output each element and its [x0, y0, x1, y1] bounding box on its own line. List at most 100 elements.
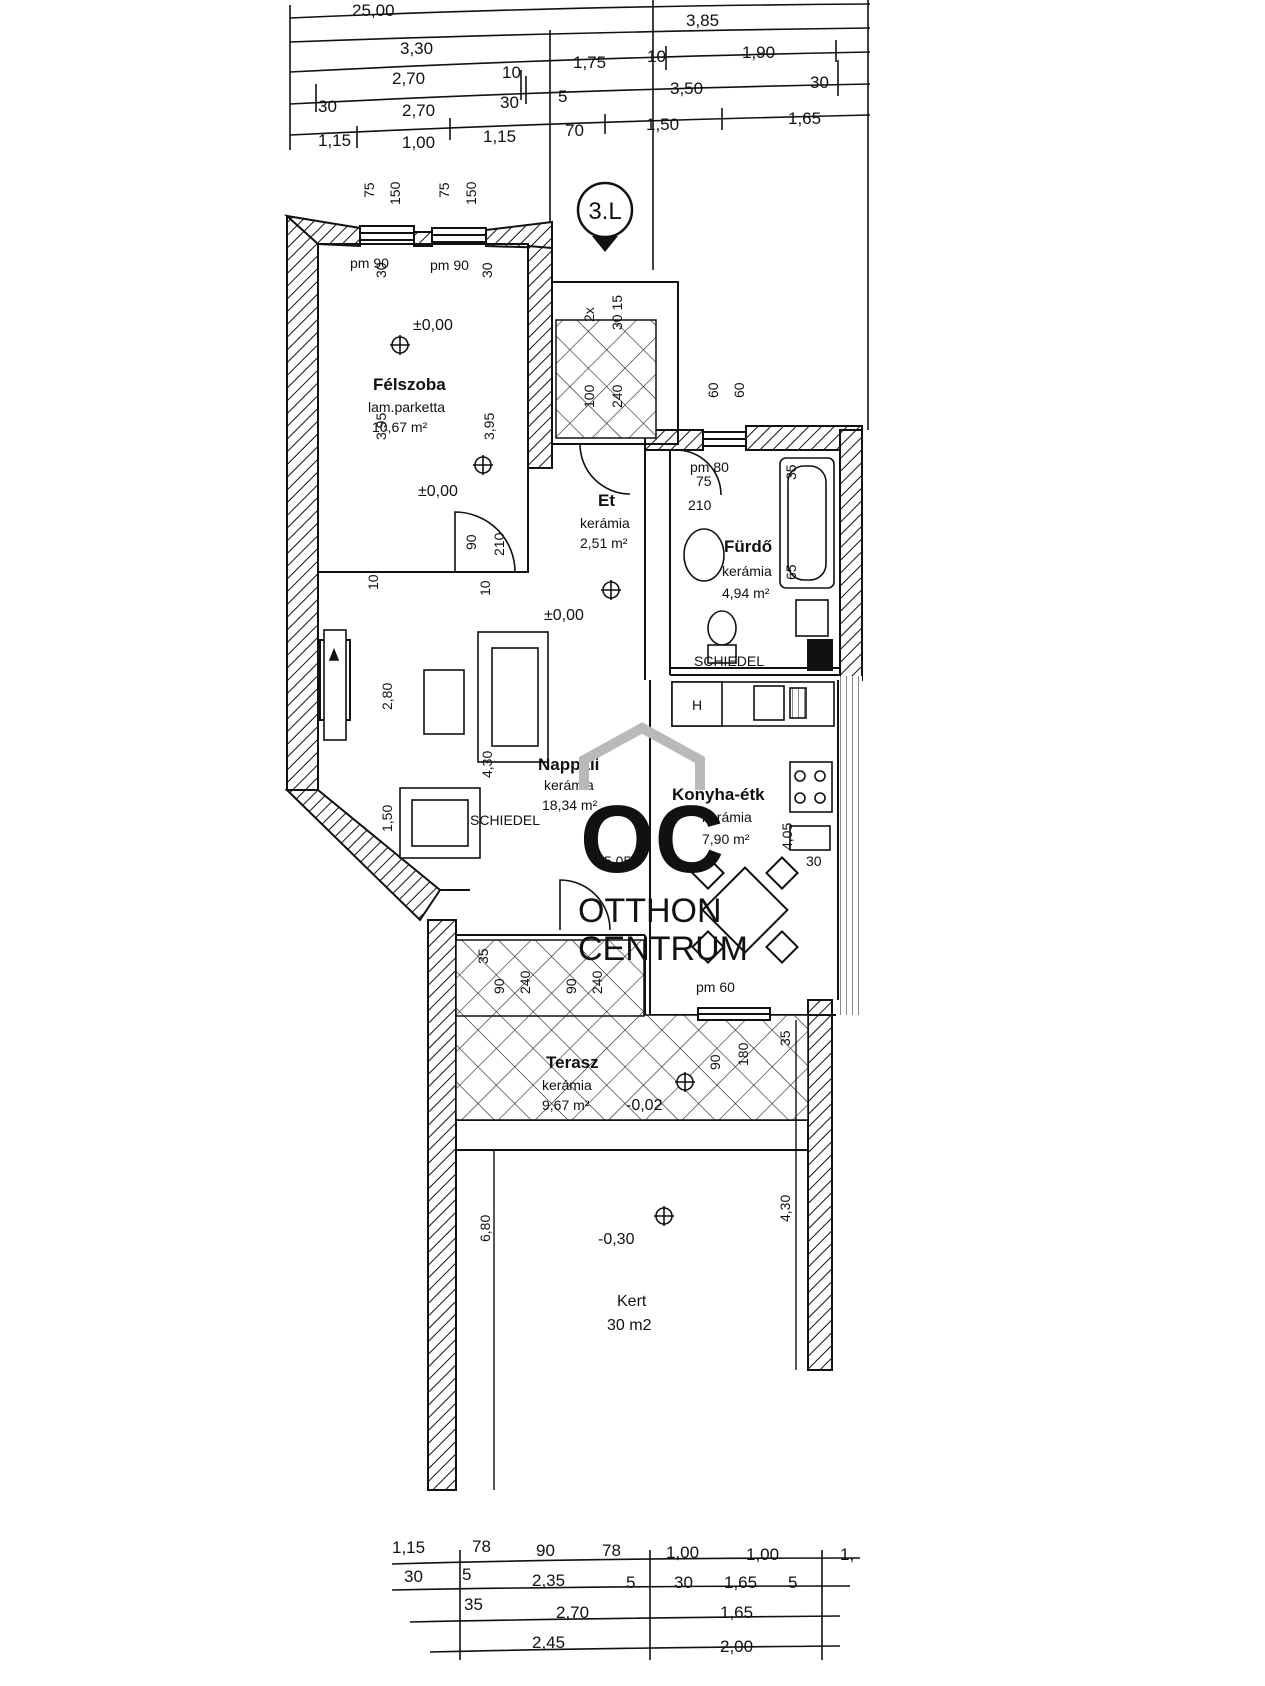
dim-top-10a: 10: [647, 47, 666, 66]
dim-bot-5c: 5: [788, 1573, 797, 1592]
dim-bot-2-00: 2,00: [720, 1637, 753, 1656]
room-konyha-material: kerámia: [702, 809, 752, 825]
dim-430b: 4,30: [777, 1195, 793, 1222]
shaft-tiles: [555, 319, 657, 439]
room-furdo-material: kerámia: [722, 563, 772, 579]
dim-pm90b: pm 90: [430, 257, 469, 273]
watermark: OC OTTHON CENTRUM: [578, 722, 748, 968]
dim-top-1-15a: 1,15: [318, 131, 351, 150]
dim-150: 1,50: [379, 805, 395, 832]
dim-bot-2-45: 2,45: [532, 1633, 565, 1652]
dim-top-30b: 30: [318, 97, 337, 116]
apartment-badge-label: 3.L: [588, 198, 621, 225]
dim-30a: 30: [373, 262, 389, 278]
dining-table: [701, 866, 789, 954]
dim-window-150b: 150: [463, 181, 479, 205]
dim-10a: 10: [365, 574, 381, 590]
dim-bot-2-35: 2,35: [532, 1571, 565, 1590]
dim-bot-1-00a: 1,00: [666, 1543, 699, 1562]
dim-shaft-100: 100: [581, 384, 597, 408]
dim-430: 4,30: [479, 751, 495, 778]
dim-bot-5a: 5: [462, 1565, 471, 1584]
dim-pm90a: pm 90: [350, 255, 389, 271]
bathroom-fixtures: [683, 457, 835, 664]
dim-top-3-85: 3,85: [686, 11, 719, 30]
doors: [454, 443, 722, 931]
room-kert-name: Kert: [617, 1293, 647, 1310]
room-felszoba-name: Félszoba: [373, 375, 446, 394]
level-markers: [390, 335, 695, 1226]
dim-bot-1-15: 1,15: [392, 1538, 425, 1557]
label-schiedel-1: SCHIEDEL: [694, 653, 764, 669]
dim-35: 35: [783, 464, 799, 480]
bottom-dimension-labels: 1,15 78 90 78 1,00 1,00 1, 30 5 2,35 5 3…: [392, 1537, 854, 1656]
wall-terrace-left: [427, 919, 457, 1491]
dim-w60b: 60: [731, 382, 747, 398]
door-bathroom: [675, 449, 722, 496]
dim-shaft-2x: 2x: [581, 307, 597, 322]
kitchen-sink-tap: [789, 687, 807, 719]
level-living: ±0,00: [544, 607, 584, 624]
wall-top-left: [283, 214, 361, 248]
dim-t90c: 90: [707, 1054, 723, 1070]
dim-top-1-50: 1,50: [646, 115, 679, 134]
dim-bot-30a: 30: [404, 1567, 423, 1586]
level-bedroom-top: ±0,00: [413, 317, 453, 334]
dim-bot-1-00b: 1,00: [746, 1545, 779, 1564]
dining-set: [691, 856, 799, 964]
room-furdo-name: Fürdő: [724, 537, 772, 556]
dim-window-75b: 75: [436, 182, 452, 198]
room-felszoba-material: lam.parketta: [368, 399, 445, 415]
toilet: [707, 610, 737, 646]
label-fridge-h: H: [692, 697, 702, 713]
level-marker-terrace: [675, 1072, 695, 1092]
wall-terrace-right: [807, 999, 833, 1371]
dim-top-2-70: 2,70: [392, 69, 425, 88]
dim-window-75a: 75: [361, 182, 377, 198]
dim-top-1-90: 1,90: [742, 43, 775, 62]
washing-machine: [795, 599, 829, 637]
terrace-tiles: [455, 1014, 809, 1121]
dim-t35b: 35: [777, 1030, 793, 1046]
level-marker-bedroom-top: [390, 335, 410, 355]
dim-30c: 30: [806, 853, 822, 869]
dim-bot-30b: 30: [674, 1573, 693, 1592]
wall-left-upper: [286, 214, 319, 791]
room-konyha-area: 7,90 m²: [702, 831, 750, 847]
dim-pm60: pm 60: [696, 979, 735, 995]
apartment-badge: 3.L: [576, 181, 634, 252]
dim-210b: 210: [688, 497, 712, 513]
dim-280: 2,80: [379, 683, 395, 710]
coffee-table: [423, 669, 465, 735]
dim-680: 6,80: [477, 1215, 493, 1242]
level-garden: -0,30: [598, 1231, 635, 1248]
fridge: [671, 681, 723, 727]
room-et-area: 2,51 m²: [580, 535, 628, 551]
dim-t90a: 90: [491, 978, 507, 994]
dim-t240a: 240: [517, 970, 533, 994]
dim-shaft-240: 240: [609, 384, 625, 408]
watermark-line1: OTTHON: [578, 892, 722, 930]
living-furniture: [323, 629, 549, 859]
dim-top-30a: 30: [810, 73, 829, 92]
room-et-material: kerámia: [580, 515, 630, 531]
watermark-logo-roof: [579, 722, 705, 790]
dim-top-2-70b: 2,70: [402, 101, 435, 120]
dim-top-70: 70: [565, 121, 584, 140]
wall-bedroom-right: [527, 244, 553, 469]
dim-w60a: 60: [705, 382, 721, 398]
dim-top-25-00: 25,00: [352, 1, 395, 20]
watermark-line2: CENTRUM: [578, 930, 748, 968]
bottom-dimension-lines: [391, 1550, 861, 1660]
kitchen-fixtures: [671, 681, 835, 851]
room-et-name: Et: [598, 491, 615, 510]
dim-top-1-75: 1,75: [573, 53, 606, 72]
dim-405: 4,05: [779, 823, 795, 850]
dim-bot-90: 90: [536, 1541, 555, 1560]
dim-pm80: pm 80: [690, 459, 729, 475]
room-nappali-area: 18,34 m²: [542, 797, 598, 813]
door-bedroom: [454, 511, 516, 573]
dim-bot-1-65a: 1,65: [724, 1573, 757, 1592]
dim-top-1-00: 1,00: [402, 133, 435, 152]
